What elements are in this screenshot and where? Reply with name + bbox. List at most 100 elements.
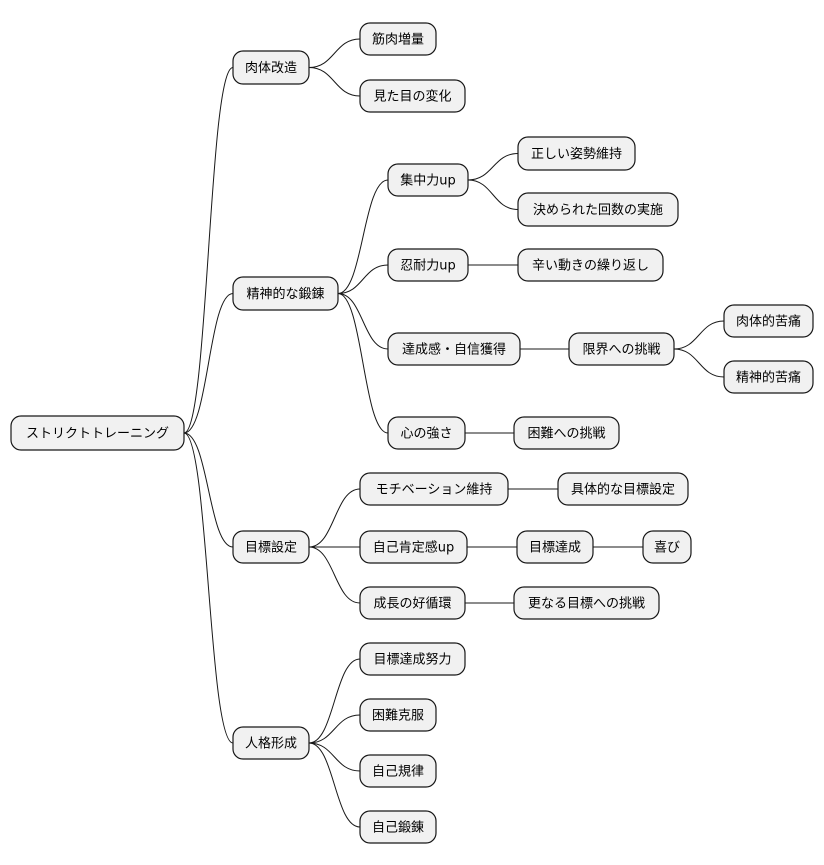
edge-n2-n2d	[337, 293, 389, 434]
node-n2d1: 困難への挑戦	[513, 416, 620, 450]
node-box	[359, 642, 466, 676]
node-n2b: 忍耐力up	[387, 248, 469, 282]
node-box	[513, 416, 620, 450]
edge-root-n2	[183, 293, 234, 434]
node-box	[557, 472, 689, 506]
node-label: 目標設定	[245, 540, 297, 556]
node-n2b1: 辛い動きの繰り返し	[517, 248, 664, 282]
node-label: 限界への挑戦	[582, 343, 660, 358]
node-label: 成長の好循環	[373, 597, 451, 612]
node-label: 目標達成	[529, 541, 581, 556]
node-box	[232, 530, 310, 564]
edge-n2-n2a	[337, 179, 389, 294]
node-box	[359, 810, 437, 844]
node-n3b1a: 喜び	[642, 530, 692, 564]
node-n3a: モチベーション維持	[359, 472, 509, 506]
node-label: 正しい姿勢維持	[531, 146, 622, 162]
edge-n1-n1a	[308, 38, 361, 68]
node-box	[723, 304, 814, 338]
node-box	[359, 79, 466, 113]
node-label: 肉体的苦痛	[736, 314, 801, 330]
node-box	[387, 248, 469, 282]
node-label: 人格形成	[245, 736, 297, 752]
node-box	[516, 530, 594, 564]
node-n2c1: 限界への挑戦	[568, 332, 675, 366]
edge-layer	[183, 38, 725, 828]
node-n3b: 自己肯定感up	[359, 530, 468, 564]
node-box	[232, 726, 310, 760]
node-label: 筋肉増量	[372, 32, 424, 48]
node-box	[359, 472, 509, 506]
node-label: モチベーション維持	[376, 483, 493, 498]
node-n4c: 自己規律	[359, 754, 437, 788]
node-box	[517, 136, 636, 171]
node-label: 困難への挑戦	[527, 427, 605, 442]
node-label: 忍耐力up	[400, 259, 456, 274]
edge-n4-n4c	[308, 742, 361, 772]
node-n2c1b: 精神的苦痛	[723, 360, 814, 394]
node-box	[723, 360, 814, 394]
node-label: 喜び	[654, 541, 680, 556]
node-box	[387, 163, 469, 197]
edge-root-n1	[183, 67, 234, 434]
node-box	[359, 530, 468, 564]
node-box	[642, 530, 692, 564]
node-label: 見た目の変化	[373, 89, 451, 105]
edge-n3-n3c	[308, 546, 361, 604]
node-label: 自己肯定感up	[373, 540, 455, 556]
node-label: 集中力up	[400, 173, 456, 189]
node-n3a1: 具体的な目標設定	[557, 472, 689, 506]
node-label: 自己規律	[372, 765, 424, 780]
node-label: 困難克服	[372, 709, 424, 724]
node-n3b1: 目標達成	[516, 530, 594, 564]
edge-n2c1-n2c1a	[673, 320, 725, 350]
node-box	[517, 248, 664, 282]
node-n3c: 成長の好循環	[359, 586, 466, 620]
edge-n1-n1b	[308, 67, 361, 97]
node-box	[517, 192, 679, 227]
node-n3c1: 更なる目標への挑戦	[513, 586, 660, 620]
node-box	[359, 754, 437, 788]
node-n1b: 見た目の変化	[359, 79, 466, 113]
node-box	[232, 50, 310, 85]
node-box	[359, 22, 437, 56]
node-n1a: 筋肉増量	[359, 22, 437, 56]
node-label: 目標達成努力	[373, 653, 451, 668]
node-label: 精神的苦痛	[736, 370, 801, 386]
node-n2a1: 正しい姿勢維持	[517, 136, 636, 171]
node-n2d: 心の強さ	[387, 416, 466, 450]
edge-n2a-n2a2	[467, 179, 519, 210]
node-n4d: 自己鍛錬	[359, 810, 437, 844]
node-label: 辛い動きの繰り返し	[532, 259, 649, 274]
node-label: 心の強さ	[400, 427, 452, 442]
edge-n4-n4b	[308, 714, 361, 744]
node-box	[10, 415, 185, 451]
edge-n4-n4d	[308, 742, 361, 828]
edge-n4-n4a	[308, 658, 361, 744]
node-n4: 人格形成	[232, 726, 310, 760]
node-n2a: 集中力up	[387, 163, 469, 197]
node-root: ストリクトトレーニング	[10, 415, 185, 451]
edge-n2-n2b	[337, 264, 389, 294]
node-n1: 肉体改造	[232, 50, 310, 85]
node-n4b: 困難克服	[359, 698, 437, 732]
edge-n2c1-n2c1b	[673, 348, 725, 378]
node-label: 具体的な目標設定	[571, 482, 675, 498]
node-box	[387, 416, 466, 450]
node-n2c: 達成感・自信獲得	[387, 332, 521, 366]
node-n2c1a: 肉体的苦痛	[723, 304, 814, 338]
node-label: 肉体改造	[245, 61, 297, 76]
node-box	[568, 332, 675, 366]
node-label: 自己鍛錬	[372, 821, 424, 836]
node-box	[359, 586, 466, 620]
node-n4a: 目標達成努力	[359, 642, 466, 676]
node-box	[513, 586, 660, 620]
node-n3: 目標設定	[232, 530, 310, 564]
node-n2: 精神的な鍛錬	[232, 276, 339, 311]
node-n2a2: 決められた回数の実施	[517, 192, 679, 227]
node-label: 更なる目標への挑戦	[528, 597, 645, 612]
node-label: 決められた回数の実施	[533, 202, 663, 218]
edge-n2a-n2a1	[467, 153, 519, 181]
